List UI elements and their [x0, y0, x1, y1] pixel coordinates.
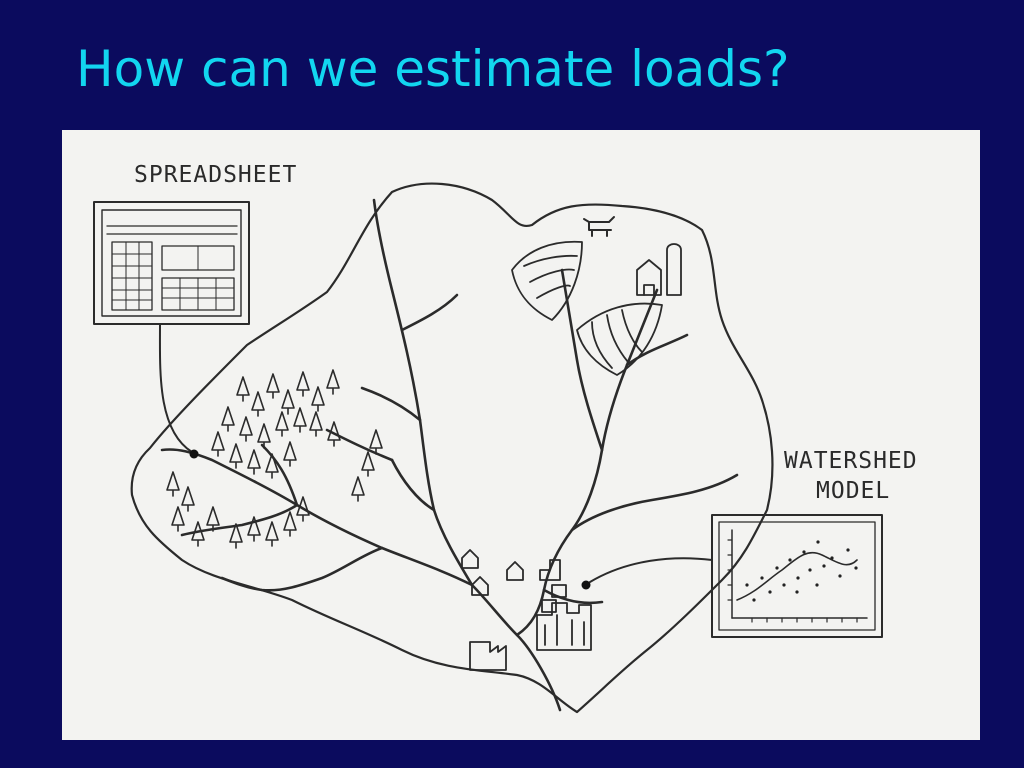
model-curve [736, 551, 858, 601]
cow-icon [583, 216, 615, 237]
forest [166, 369, 383, 549]
model-frame [711, 514, 883, 638]
city [469, 584, 592, 671]
watershed-illustration: SPREADSHEET WATERSHED MODEL [62, 130, 980, 740]
houses [461, 549, 561, 596]
watershed-boundary [130, 182, 774, 714]
model-inner-frame [718, 521, 876, 631]
barn-icon [636, 243, 682, 296]
model-connector-dot [581, 580, 591, 590]
watershed-sketch: SPREADSHEET WATERSHED MODEL [93, 162, 918, 714]
spreadsheet-frame [93, 201, 250, 325]
model-scatter-points [745, 540, 858, 602]
river-network [160, 198, 739, 712]
spreadsheet-connector [158, 323, 193, 453]
spreadsheet-inner-frame [101, 209, 242, 317]
watershed-label-line1: WATERSHED [784, 448, 918, 474]
slide-title: How can we estimate loads? [76, 40, 790, 98]
watershed-label-line2: MODEL [816, 478, 890, 504]
spreadsheet-connector-dot [189, 449, 199, 459]
spreadsheet-label: SPREADSHEET [134, 162, 297, 188]
farmland [511, 240, 663, 376]
model-connector [589, 557, 713, 583]
watershed-model-sketch [711, 514, 883, 638]
spreadsheet-sketch [93, 201, 250, 325]
